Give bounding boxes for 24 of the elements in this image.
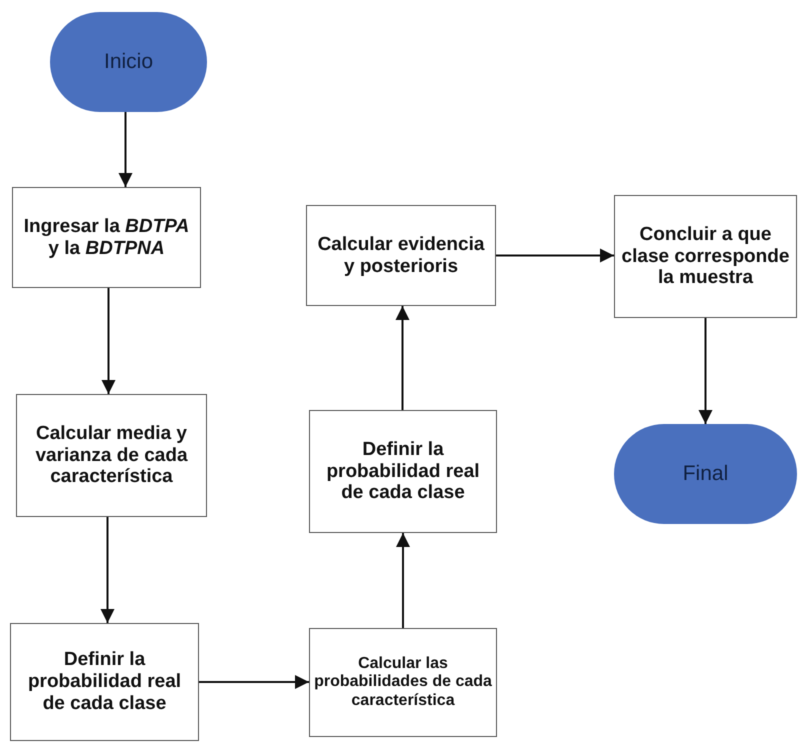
arrow [396,306,410,410]
node-text: Calcular evidencia y posterioris [316,234,486,278]
arrow [100,517,114,623]
node-text: Inicio [104,50,154,74]
arrow [199,675,309,689]
node-text: Definir la probabilidad real de cada clase [26,649,182,715]
process-box [614,195,797,318]
node-text: Final [682,462,728,486]
arrow [496,248,614,262]
process-box [309,410,497,533]
node-text: Definir la probabilidad real de cada clase [325,438,481,504]
node-text: Calcular media y varianza de cada característica [34,422,189,488]
arrow [698,318,712,424]
process-box [10,623,199,741]
process-box [16,394,207,517]
arrow [396,533,410,628]
arrow [102,288,116,394]
arrow [118,112,132,187]
process-box [306,205,496,306]
process-box [12,187,201,288]
node-text: Concluir a que clase corresponde la muestra [620,224,790,290]
node-text: Calcular las probabilidades de cada característica [314,654,492,710]
process-box [309,628,497,737]
node-text: Ingresar la BDTPA y la BDTPNA [22,216,190,260]
